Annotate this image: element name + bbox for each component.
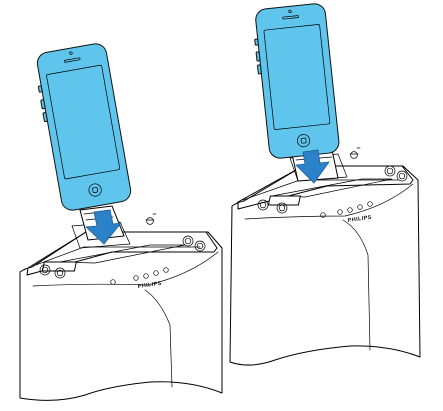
dock-icon: [145, 213, 157, 225]
left-phone-volume-down: [42, 112, 48, 123]
down-arrow-icon: [85, 209, 122, 245]
down-arrow-icon: [295, 149, 330, 184]
right-phone-screen: [263, 24, 331, 130]
left-phone-mute: [37, 85, 43, 93]
right-speaker-unit: PHILIPS: [229, 3, 421, 366]
left-button-1: [39, 264, 51, 276]
right-small-button-d: [367, 201, 373, 207]
right-disc-slot: [271, 178, 393, 198]
right-button-2-inner: [278, 204, 286, 212]
left-side-crease: [144, 289, 173, 388]
left-small-button-a: [133, 275, 139, 281]
left-display: [41, 261, 77, 272]
left-phone-earpiece: [63, 57, 81, 63]
right-phone-volume-up: [255, 51, 261, 62]
left-button-2-inner: [56, 269, 64, 277]
left-front-edge: [32, 251, 219, 287]
right-button-3-inner: [386, 167, 394, 175]
left-button-1-inner: [41, 266, 49, 274]
left-phone-home-square: [92, 187, 99, 193]
right-button-4: [396, 170, 408, 182]
left-small-button-c: [153, 270, 159, 276]
right-phone-home-square: [300, 137, 307, 144]
right-display: [267, 195, 301, 206]
left-button-3: [182, 235, 194, 247]
right-side-crease: [342, 219, 371, 351]
right-front-edge: [244, 183, 414, 220]
left-disc-slot: [59, 244, 186, 264]
left-phone-home-button: [88, 183, 102, 197]
right-button-2: [276, 202, 288, 214]
right-phone: [254, 3, 340, 159]
right-small-button-b: [347, 207, 353, 213]
right-panel-line: [242, 179, 399, 201]
left-phone: [36, 43, 132, 211]
right-small-button-c: [357, 204, 363, 210]
right-button-1-inner: [259, 201, 267, 209]
right-phone-earpiece: [282, 15, 299, 20]
left-phone-camera: [69, 51, 73, 55]
dock-icon: [349, 147, 361, 159]
right-phone-volume-down: [257, 64, 262, 75]
left-button-2: [54, 267, 66, 279]
right-phone-mute: [254, 38, 259, 46]
right-speaker-body: [229, 165, 421, 366]
left-button-4-inner: [196, 242, 204, 250]
left-small-button-b: [143, 273, 149, 279]
right-button-1: [257, 199, 269, 211]
left-button-4: [194, 240, 206, 252]
left-speaker-unit: PHILIPS: [19, 43, 223, 401]
left-phone-body: [36, 43, 132, 211]
left-phone-screen: [46, 64, 121, 180]
right-small-button-e: [320, 212, 326, 218]
left-button-3-inner: [184, 237, 192, 245]
right-phone-home-button: [297, 134, 311, 148]
right-phone-camera: [288, 9, 292, 14]
left-panel-line: [32, 246, 201, 267]
left-brand-label: PHILIPS: [137, 281, 162, 290]
right-button-4-inner: [398, 172, 406, 180]
right-brand-label: PHILIPS: [347, 215, 372, 224]
right-phone-body: [255, 3, 340, 159]
left-speaker-body: [19, 231, 223, 401]
left-small-button-e: [110, 279, 116, 285]
right-button-3: [384, 165, 396, 177]
left-small-button-d: [163, 267, 169, 273]
right-small-button-a: [337, 209, 343, 215]
left-phone-volume-up: [40, 99, 46, 110]
